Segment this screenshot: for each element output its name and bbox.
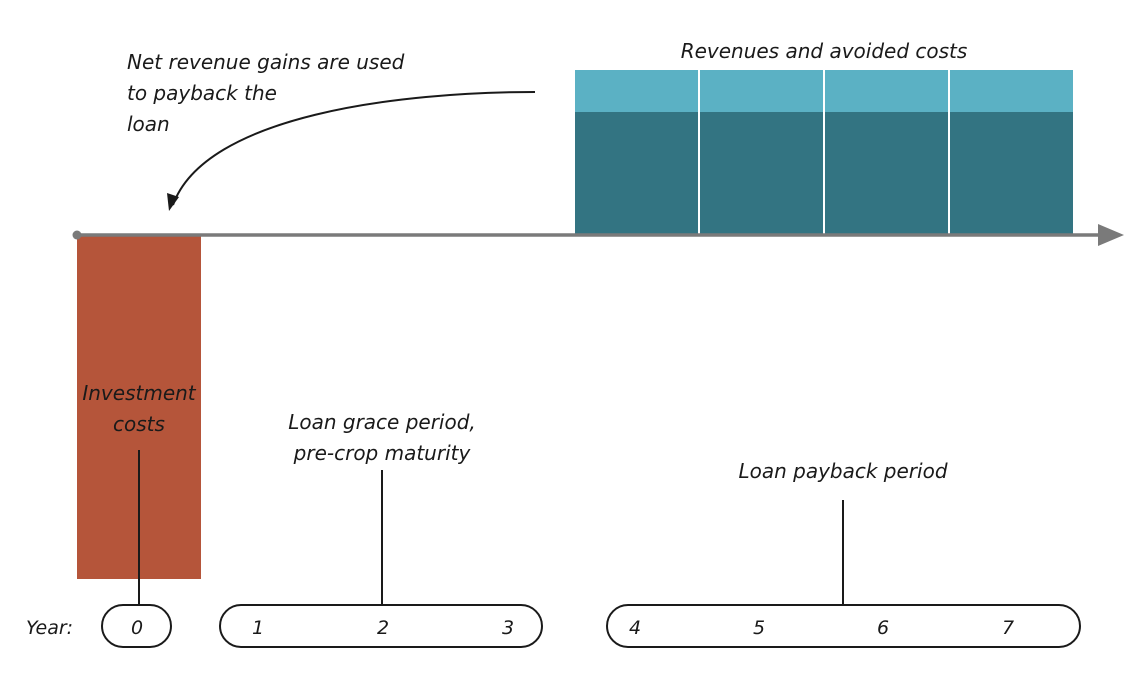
- revenues-title: Revenues and avoided costs: [681, 39, 968, 63]
- arrow-note-line-1: Net revenue gains are used: [127, 50, 405, 74]
- payback-period-label: Loan payback period: [738, 459, 947, 483]
- year-pill-payback: [606, 604, 1081, 648]
- timeline-origin-dot: [72, 230, 82, 240]
- year-number: 3: [502, 617, 514, 639]
- year-number: 0: [131, 617, 143, 639]
- year-number: 4: [629, 617, 641, 639]
- year-number: 5: [753, 617, 765, 639]
- investment-label-line-1: Investment: [82, 381, 196, 405]
- year-label: Year:: [26, 617, 73, 639]
- arrow-note-line-2: to payback the: [127, 81, 277, 105]
- year-number: 6: [877, 617, 889, 639]
- timeline-arrowhead-icon: [1098, 224, 1124, 246]
- curved-arrowhead-icon: [167, 193, 179, 211]
- year-number: 7: [1002, 617, 1014, 639]
- year-pill-investment: [101, 604, 172, 648]
- curved-arrow-path: [172, 91, 536, 206]
- revenue-blocks: [575, 70, 1073, 235]
- grace-period-label-line-1: Loan grace period,: [288, 410, 476, 434]
- grace-period-label-line-2: pre-crop maturity: [293, 441, 472, 465]
- year-pill-grace: [219, 604, 543, 648]
- arrow-note-line-3: loan: [127, 112, 170, 136]
- timeline-axis: [72, 224, 1124, 246]
- year-number: 1: [252, 617, 264, 639]
- payback-curved-arrow: [167, 91, 536, 211]
- year-number: 2: [377, 617, 389, 639]
- investment-label-line-2: costs: [113, 412, 165, 436]
